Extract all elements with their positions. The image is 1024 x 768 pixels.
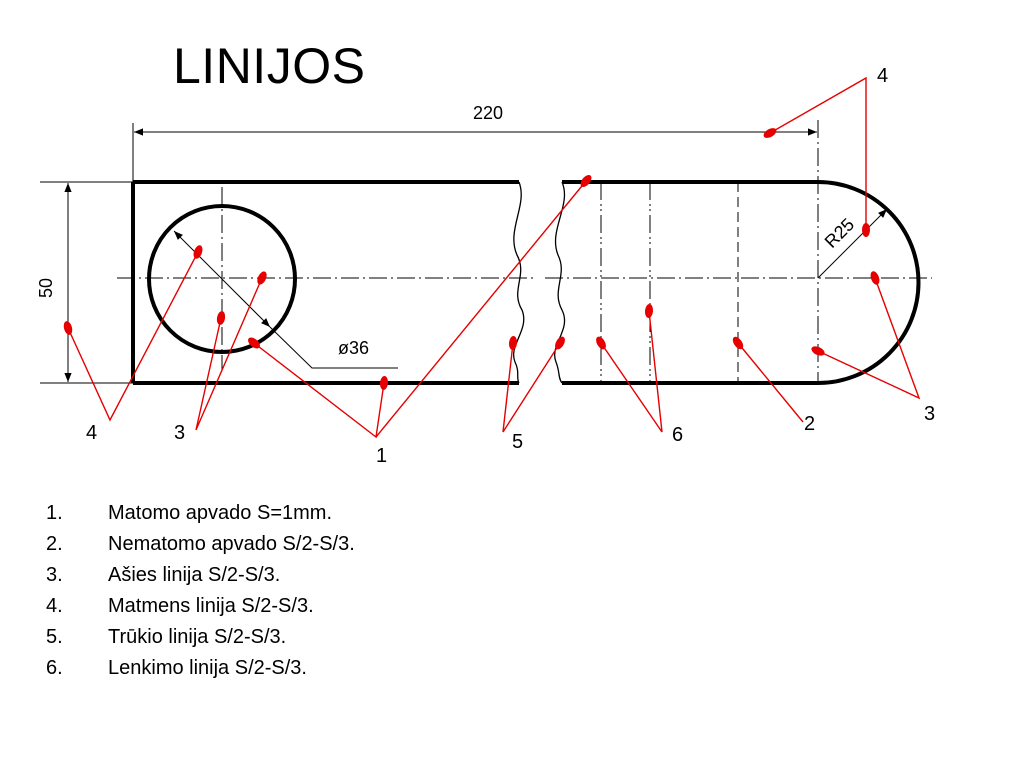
dimension-diameter-36: ø36 [338,338,369,358]
callout-number-1: 1 [376,445,387,467]
legend-item: 4. Matmens linija S/2-S/3. [46,591,355,622]
leader-6 [600,310,663,433]
callout-number-4-right: 4 [877,65,888,87]
callout-dots [63,128,880,390]
legend-item-text: Matmens linija S/2-S/3. [108,595,314,617]
legend-item: 1. Matomo apvado S=1mm. [46,498,355,529]
slide-title: LINIJOS [173,38,366,94]
callout-number-6: 6 [672,424,683,446]
legend-item: 6. Lenkimo linija S/2-S/3. [46,653,355,684]
callout-dot [257,271,267,285]
callout-leaders [67,76,921,439]
break-line-left [513,181,525,384]
diameter-dimension-line [173,230,271,328]
callout-number-2: 2 [804,413,815,435]
bend-lines [600,182,651,383]
callout-dot [580,175,592,187]
callout-dot [732,336,744,350]
callout-dot [508,336,518,350]
leader-4-left [67,251,199,422]
axis-lines [117,120,932,383]
legend-item-number: 6. [46,657,63,679]
legend-item-number: 2. [46,533,63,555]
part-outline [131,180,921,385]
radius-dimension-line [817,208,888,279]
legend-item-text: Matomo apvado S=1mm. [108,502,332,524]
legend-item-text: Trūkio linija S/2-S/3. [108,626,287,648]
legend-item: 5. Trūkio linija S/2-S/3. [46,622,355,653]
callout-dot [555,336,565,350]
legend-item-text: Nematomo apvado S/2-S/3. [108,533,355,555]
callout-dot [596,336,606,350]
callout-dot [379,376,389,390]
leader-3-left [195,277,263,431]
leader-3-right [817,277,921,400]
legend-item: 3. Ašies linija S/2-S/3. [46,560,355,591]
callout-dot [763,128,777,138]
callout-dot [216,311,226,325]
break-lines [513,181,566,384]
callout-dot [644,304,654,318]
legend-item-text: Lenkimo linija S/2-S/3. [108,657,307,679]
dimension-radius-25: R25 [821,214,858,251]
callout-number-5: 5 [512,431,523,453]
hole-circle [147,204,297,354]
callout-dot [862,223,870,237]
dimension-220: 220 [473,103,503,123]
rounded-end [817,180,921,385]
legend-item-number: 1. [46,502,63,524]
leader-4-right [769,76,867,230]
callout-dot [63,321,73,335]
line-types-legend: 1. Matomo apvado S=1mm. 2. Nematomo apvado… [46,498,355,684]
dimensions [40,123,888,384]
legend-item: 2. Nematomo apvado S/2-S/3. [46,529,355,560]
dimension-50: 50 [36,278,56,298]
leader-2 [737,342,804,423]
legend-item-number: 3. [46,564,63,586]
callout-dot [811,346,825,356]
callout-number-4-left: 4 [86,422,97,444]
legend-item-number: 5. [46,626,63,648]
leader-1-upper [375,180,587,438]
diameter-leader [269,326,398,369]
break-line-right [554,181,566,384]
callout-dot [193,245,203,259]
callout-dot [248,337,260,349]
legend-item-number: 4. [46,595,63,617]
legend-item-text: Ašies linija S/2-S/3. [108,564,281,586]
callout-number-3-right: 3 [924,403,935,425]
callout-number-3-left: 3 [174,422,185,444]
callout-dot [870,271,880,285]
leader-5 [502,342,561,433]
